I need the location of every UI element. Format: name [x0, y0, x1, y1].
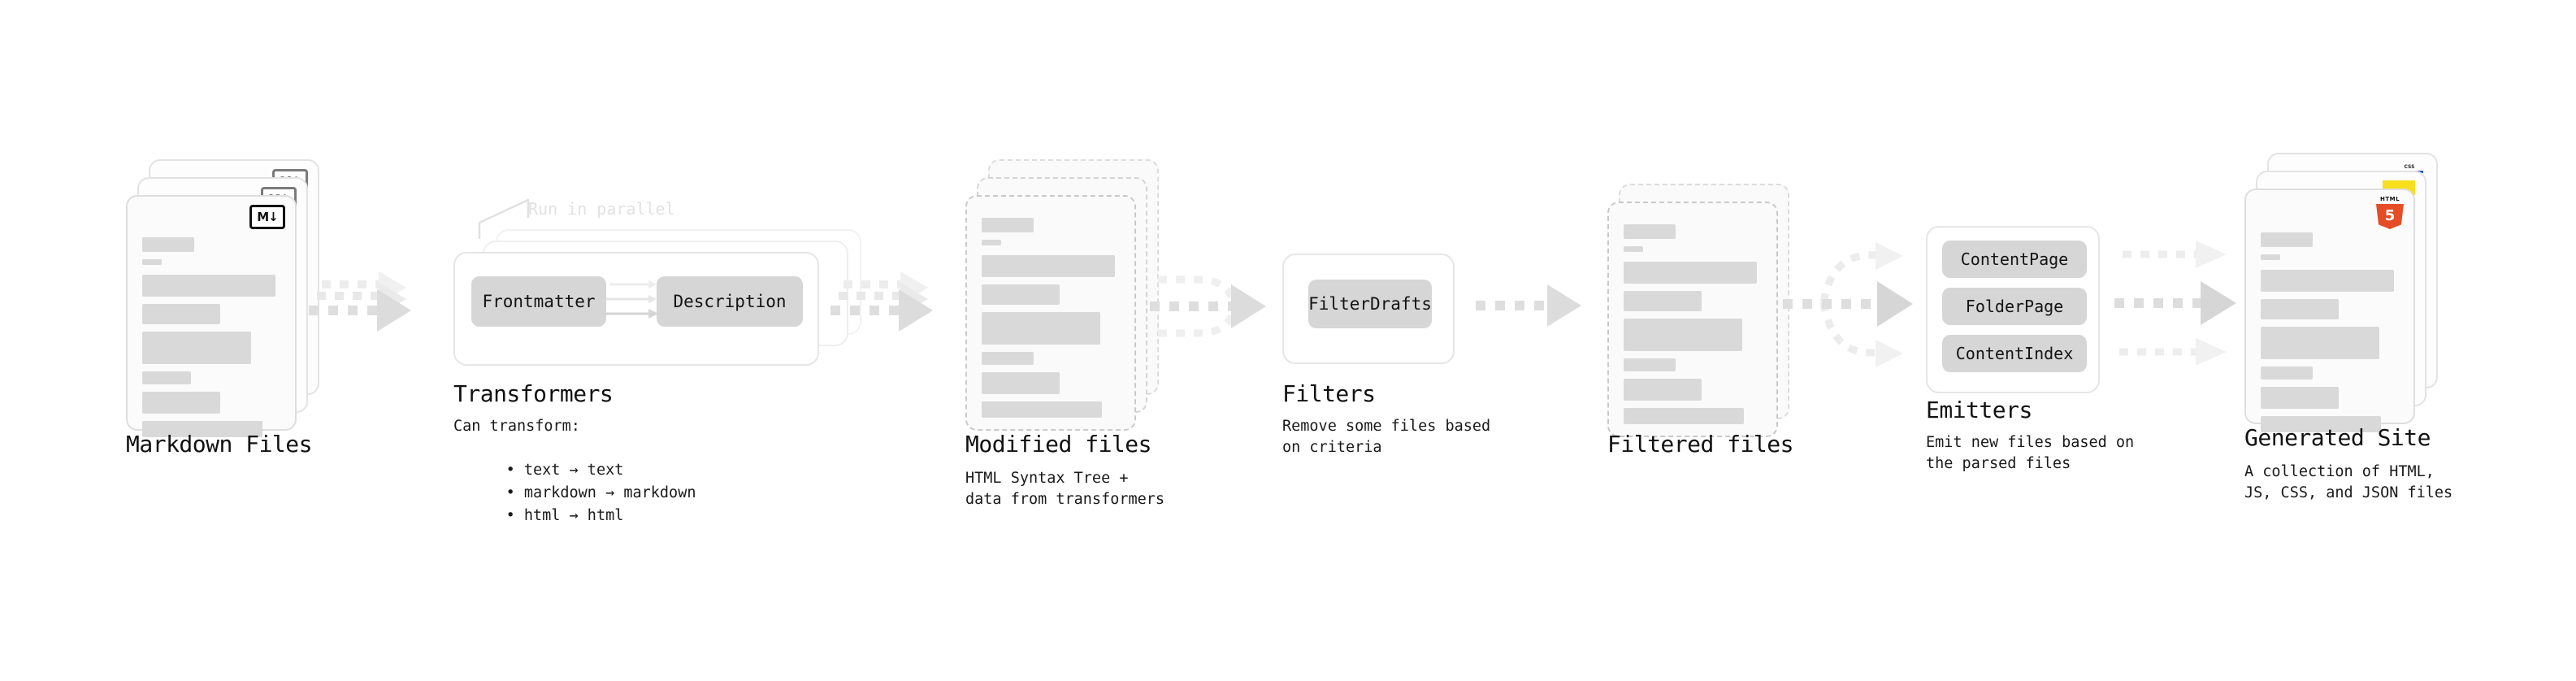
skeleton-bar: [2261, 270, 2394, 292]
run-in-parallel-label: Run in parallel: [528, 199, 675, 219]
skeleton-bar: [142, 392, 220, 414]
skeleton-bar: [142, 332, 251, 364]
skeleton-bar: [1624, 224, 1676, 239]
generated-site-card-stack: CSS HTML: [2244, 153, 2438, 432]
skeleton-bar: [1624, 358, 1676, 371]
stage-title-transformers: Transformers: [453, 380, 614, 407]
filtered-file-card-front: [1607, 202, 1778, 437]
transformers-bullet-0: • text → text: [470, 439, 624, 502]
skeleton-bar: [142, 421, 262, 437]
modified-file-card-front: [965, 195, 1136, 431]
skeleton-bar: [2261, 367, 2313, 380]
html5-icon-label: HTML: [2379, 196, 2400, 202]
skeleton-bar: [1624, 262, 1757, 284]
emitters-group: ContentPage FolderPage ContentIndex: [1926, 226, 2100, 393]
generated-file-card-html: HTML: [2244, 189, 2415, 432]
css-icon-label: CSS: [2404, 164, 2415, 170]
generated-site-subtitle: A collection of HTML, JS, CSS, and JSON …: [2244, 463, 2453, 501]
skeleton-bar: [2261, 299, 2339, 319]
transformers-bullet-text: markdown → markdown: [523, 484, 696, 501]
skeleton-bar: [982, 352, 1034, 365]
filters-subtitle: Remove some files based on criteria: [1282, 418, 1491, 456]
skeleton-bar: [2261, 416, 2381, 432]
transformers-bullet-1: • markdown → markdown: [470, 462, 696, 525]
stage-title-markdown-files: Markdown Files: [126, 431, 313, 458]
stage-title-filters: Filters: [1282, 380, 1376, 407]
flow-arrow-2: [829, 268, 939, 358]
skeleton-bar: [142, 275, 275, 297]
modified-files-card-stack: [965, 159, 1159, 439]
skeleton-bar: [1624, 291, 1702, 311]
run-in-parallel-bracket: [478, 195, 592, 244]
transformers-bullet-2: • html → html: [470, 484, 624, 548]
stage-title-generated-site: Generated Site: [2244, 424, 2431, 451]
skeleton-bars: [982, 218, 1121, 425]
skeleton-bar: [2261, 387, 2339, 409]
skeleton-bar: [982, 372, 1060, 394]
transformer-inner-arrows: [603, 273, 668, 338]
skeleton-bar: [1624, 319, 1742, 351]
transformers-bullet-text: html → html: [523, 507, 624, 524]
skeleton-bar: [1624, 408, 1744, 424]
skeleton-bar: [982, 284, 1060, 305]
skeleton-bar: [2261, 327, 2379, 359]
transformer-pill-description[interactable]: Description: [657, 276, 803, 327]
filter-pill-filterdrafts[interactable]: FilterDrafts: [1308, 280, 1432, 328]
skeleton-bar: [142, 371, 191, 384]
transformer-group-front: Frontmatter Description: [453, 252, 819, 366]
filters-group: FilterDrafts: [1282, 254, 1455, 364]
emitter-pill-folderpage[interactable]: FolderPage: [1942, 288, 2087, 325]
skeleton-bar: [142, 259, 162, 265]
markdown-icon: M↓: [249, 205, 285, 229]
markdown-files-card-stack: M↓ M↓ M↓: [126, 159, 319, 439]
bullet-dot: •: [505, 507, 524, 524]
flow-arrow-6-parallel: [2113, 234, 2259, 388]
stage-title-filtered-files: Filtered files: [1607, 431, 1794, 458]
flow-arrow-5-diverging: [1776, 236, 1931, 390]
skeleton-bar: [1624, 379, 1702, 401]
skeleton-bar: [982, 312, 1100, 345]
skeleton-bar: [982, 255, 1115, 277]
transformer-pill-frontmatter[interactable]: Frontmatter: [471, 276, 606, 327]
skeleton-bars: [142, 237, 282, 445]
bullet-dot: •: [505, 484, 524, 501]
emitter-pill-contentpage[interactable]: ContentPage: [1942, 241, 2087, 278]
emitter-pill-contentindex[interactable]: ContentIndex: [1942, 335, 2087, 372]
flow-arrow-3-converging: [1134, 260, 1276, 366]
stage-title-emitters: Emitters: [1926, 397, 2032, 423]
skeleton-bar: [142, 304, 220, 324]
modified-files-subtitle: HTML Syntax Tree + data from transformer…: [965, 470, 1165, 508]
skeleton-bar: [982, 218, 1034, 232]
transformers-subtitle: Can transform:: [453, 418, 580, 435]
stage-title-modified-files: Modified files: [965, 431, 1152, 458]
transformers-bullet-text: text → text: [523, 462, 624, 479]
skeleton-bars: [1624, 224, 1763, 432]
emitters-subtitle: Emit new files based on the parsed files: [1926, 434, 2135, 472]
flow-arrow-1: [307, 268, 417, 358]
filtered-files-card-stack: [1607, 184, 1789, 445]
flow-arrow-4: [1472, 283, 1586, 348]
skeleton-bar: [2261, 232, 2313, 247]
html5-icon: HTML: [2376, 196, 2404, 229]
skeleton-bar: [982, 240, 1001, 245]
skeleton-bar: [2261, 254, 2280, 260]
skeleton-bar: [982, 401, 1102, 418]
markdown-file-card-front: M↓: [126, 195, 297, 437]
bullet-dot: •: [505, 462, 524, 479]
markdown-icon-arrow: ↓: [268, 209, 279, 224]
skeleton-bar: [1624, 246, 1643, 252]
skeleton-bars: [2261, 232, 2400, 440]
skeleton-bar: [142, 237, 194, 252]
markdown-icon-letter: M: [257, 209, 269, 224]
